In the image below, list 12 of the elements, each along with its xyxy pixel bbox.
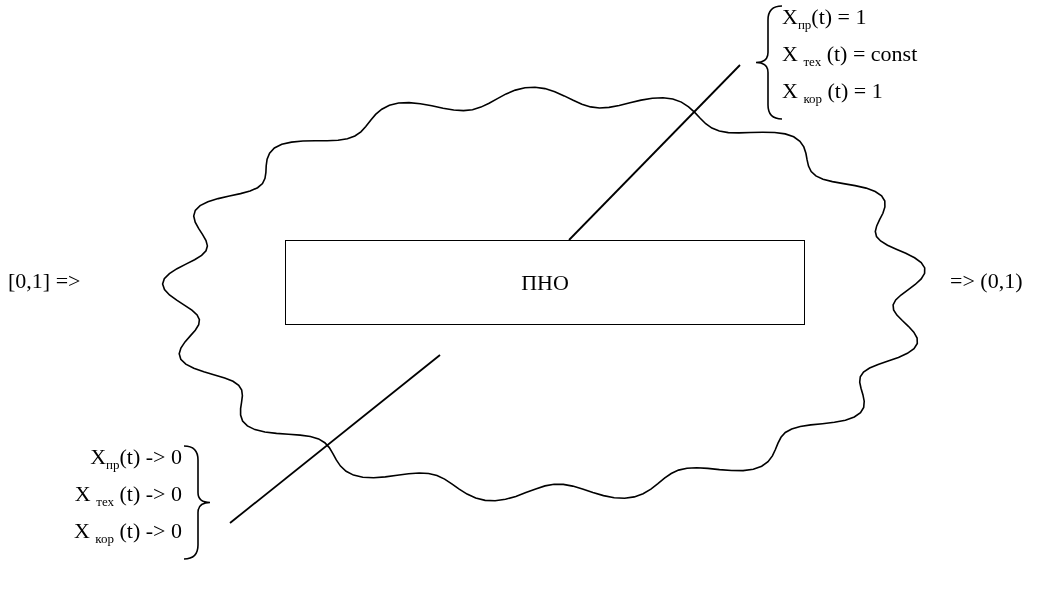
- formula: X $_{кор}$ (t) = 1: [782, 78, 883, 109]
- mapping-label: [0,1] =>: [8, 268, 81, 294]
- process-box: [285, 240, 805, 325]
- formula: X $_{кор}$ (t) -> 0: [73, 518, 182, 549]
- mapping-label: => (0,1): [950, 268, 1023, 294]
- leader-line: [568, 64, 741, 241]
- node-label: ПНО: [521, 269, 569, 296]
- formula: X$_{пр}$(t) = 1: [782, 4, 867, 35]
- formula: X $_{тех}$ (t) = const: [782, 41, 918, 72]
- leader-line: [229, 354, 441, 524]
- formula: X$_{пр}$(t) -> 0: [90, 444, 182, 475]
- formula: X $_{тех}$ (t) -> 0: [74, 481, 182, 512]
